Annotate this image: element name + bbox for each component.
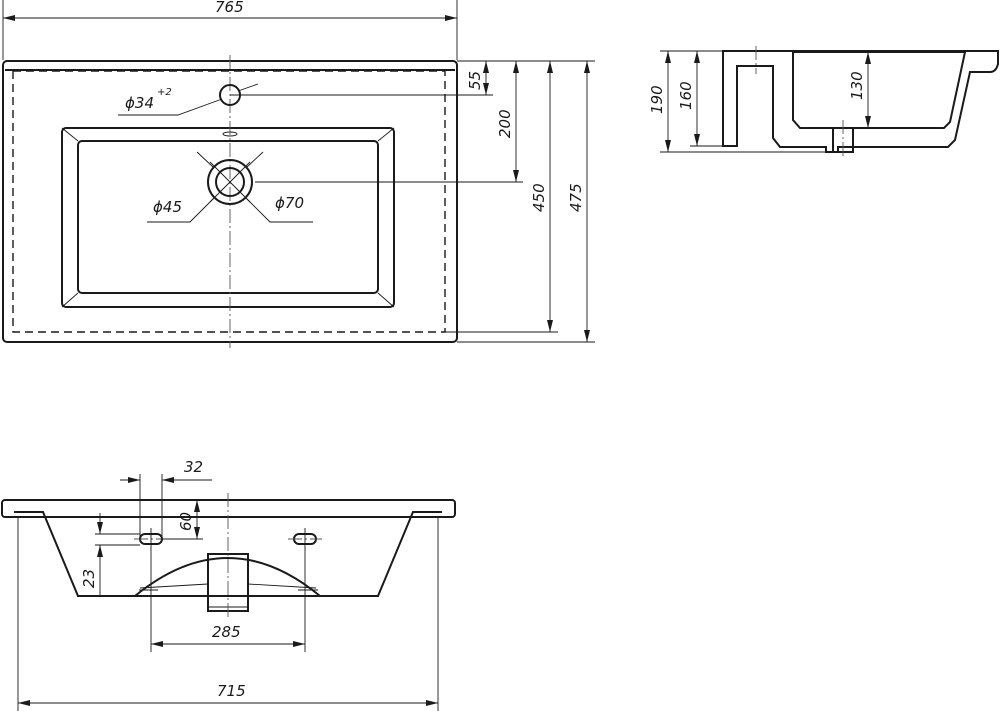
hidden-edge xyxy=(12,70,446,333)
dim-715: 715 xyxy=(217,682,246,700)
drain-inner xyxy=(215,167,245,197)
dim-drain-inner: ϕ45 xyxy=(153,198,182,216)
bowl-outer xyxy=(61,127,395,308)
dim-23: 23 xyxy=(80,569,98,588)
dim-475: 475 xyxy=(567,183,585,212)
dim-200: 200 xyxy=(496,109,514,138)
dim-tap-hole-tolerance: +2 xyxy=(157,87,172,98)
front-view: 32 60 23 285 715 xyxy=(1,458,456,711)
dim-765: 765 xyxy=(215,0,244,16)
basin-body xyxy=(14,511,442,597)
countertop-slab xyxy=(1,499,456,518)
top-view: 765 ϕ34 +2 ϕ45 ϕ70 55 200 450 475 xyxy=(2,0,595,348)
dim-190: 190 xyxy=(648,85,666,114)
drain-arch xyxy=(134,557,321,597)
drain-outer xyxy=(207,159,253,205)
dim-160: 160 xyxy=(677,81,695,110)
dim-32: 32 xyxy=(184,458,203,476)
bowl-inner xyxy=(77,140,379,294)
dim-130: 130 xyxy=(848,71,866,100)
bowl-cavity xyxy=(792,51,967,129)
dim-drain-outer: ϕ70 xyxy=(275,194,304,212)
section-hatched-body xyxy=(722,50,999,153)
side-section-view: 190 160 130 xyxy=(648,46,999,158)
dim-55: 55 xyxy=(466,71,484,90)
dim-285: 285 xyxy=(212,623,241,641)
dim-450: 450 xyxy=(530,183,548,212)
dim-tap-hole: ϕ34 xyxy=(125,94,154,112)
dim-60: 60 xyxy=(177,512,195,531)
